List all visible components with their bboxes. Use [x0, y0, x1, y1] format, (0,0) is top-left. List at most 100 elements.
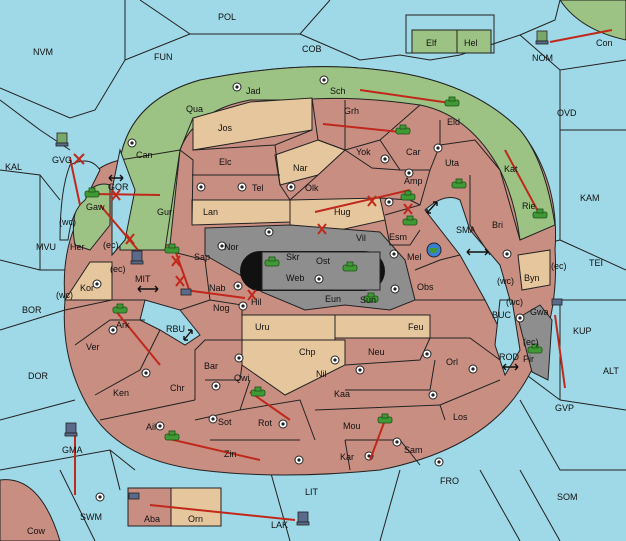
label-sma: SMA — [456, 225, 476, 235]
label-elf: Elf — [426, 38, 437, 48]
label-kat: Kat — [504, 164, 518, 174]
label-kup: KUP — [573, 326, 592, 336]
label-uta: Uta — [445, 158, 459, 168]
army-icon — [84, 187, 100, 198]
label-mou: Mou — [343, 421, 361, 431]
region-hel[interactable] — [456, 29, 492, 54]
supply-center-sam — [95, 492, 105, 502]
label-wc3: (wc) — [506, 297, 523, 307]
region-byn[interactable] — [517, 249, 551, 291]
supply-center-neu — [422, 349, 432, 359]
army-units — [84, 96, 548, 441]
region-web-ost[interactable] — [261, 251, 381, 291]
label-mit: MIT — [135, 274, 151, 284]
label-gvp: GVP — [555, 403, 574, 413]
supply-center-ail — [155, 421, 165, 431]
label-neu: Neu — [368, 347, 385, 357]
supply-center-jad — [232, 82, 242, 92]
supply-center-ken — [141, 368, 151, 378]
label-rbu: RBU — [166, 324, 185, 334]
route-markers — [108, 174, 519, 371]
label-kal: KAL — [5, 162, 22, 172]
fleet-icon — [180, 288, 192, 296]
label-bri: Bri — [492, 220, 503, 230]
label-lan: Lan — [203, 207, 218, 217]
label-sap: Sap — [194, 252, 210, 262]
label-ec4: (ec) — [523, 337, 539, 347]
army-icon — [451, 178, 467, 189]
label-hug: Hug — [334, 207, 351, 217]
label-bar: Bar — [204, 361, 218, 371]
label-kar: Kar — [340, 452, 354, 462]
label-eun: Eun — [325, 294, 341, 304]
label-lit: LIT — [305, 487, 319, 497]
label-con: Con — [596, 38, 613, 48]
label-web: Web — [286, 273, 304, 283]
army-icon — [112, 303, 128, 314]
supply-center-can — [127, 138, 137, 148]
label-pir: Pir — [523, 354, 534, 364]
label-nvm: NVM — [33, 47, 53, 57]
label-esm: Esm — [389, 232, 407, 242]
label-sun: Sun — [360, 295, 376, 305]
supply-center-tel — [237, 182, 247, 192]
label-orl: Orl — [446, 357, 458, 367]
supply-center-ver — [108, 325, 118, 335]
supply-center-sun — [390, 284, 400, 294]
supply-center-nor — [264, 227, 274, 237]
army-icon — [400, 190, 416, 201]
label-ost: Ost — [316, 256, 331, 266]
label-nom: NOM — [532, 53, 553, 63]
army-icon — [444, 96, 460, 107]
label-feu: Feu — [408, 322, 424, 332]
label-vil: Vil — [356, 233, 366, 243]
fleet-icon — [55, 132, 69, 147]
label-wc2: (wc) — [497, 276, 514, 286]
army-icon — [395, 124, 411, 135]
label-elc: Elc — [219, 157, 232, 167]
label-gvg: GVG — [52, 155, 72, 165]
label-kor: Kor — [80, 283, 94, 293]
label-alt: ALT — [603, 366, 619, 376]
label-gor: GOR — [108, 182, 129, 192]
label-uru: Uru — [255, 322, 270, 332]
label-sot: Sot — [218, 417, 232, 427]
supply-center-sch — [319, 75, 329, 85]
label-olk: Olk — [305, 183, 319, 193]
fleet-icon — [130, 250, 144, 265]
province-borders — [64, 97, 521, 471]
label-chr: Chr — [170, 383, 185, 393]
label-orn: Orn — [188, 514, 203, 524]
army-icon — [164, 243, 180, 254]
army-icon — [402, 215, 418, 226]
fleet-icon — [535, 30, 549, 45]
fleet-icon — [64, 422, 78, 437]
label-jad: Jad — [246, 86, 261, 96]
supply-center-nab — [233, 281, 243, 291]
label-rie: Rie — [522, 201, 536, 211]
label-mvu: MVU — [36, 242, 56, 252]
army-icon — [527, 343, 543, 354]
label-sam: Sam — [404, 445, 423, 455]
label-hil: Hil — [251, 297, 262, 307]
supply-centers — [92, 75, 525, 502]
supply-center-kor — [92, 279, 102, 289]
army-icon — [250, 386, 266, 397]
region-hug[interactable] — [289, 197, 386, 231]
label-nog: Nog — [213, 303, 230, 313]
supply-center-swm — [434, 457, 444, 467]
label-cob: COB — [302, 44, 322, 54]
order-arrows — [69, 29, 613, 521]
army-icon — [264, 256, 280, 267]
label-lak: LAK — [271, 520, 288, 530]
supply-center-ost — [314, 274, 324, 284]
supply-center-sot — [208, 414, 218, 424]
failed-order-marks — [73, 153, 413, 301]
label-qwi: Qwi — [234, 373, 250, 383]
label-kaa: Kaa — [334, 389, 350, 399]
label-amp: Amp — [404, 176, 423, 186]
supply-center-olk — [286, 182, 296, 192]
region-pir[interactable] — [517, 304, 553, 381]
label-byn: Byn — [524, 273, 540, 283]
